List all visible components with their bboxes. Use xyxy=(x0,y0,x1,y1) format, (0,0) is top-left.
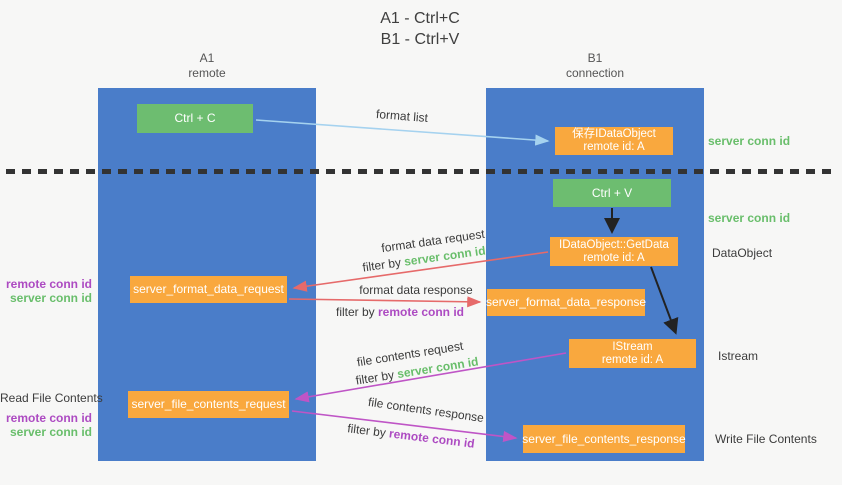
left-format-conn-ids: remote conn id server conn id xyxy=(0,277,92,305)
remote-conn-id-label: remote conn id xyxy=(5,277,92,291)
lane-a1-subtitle: remote xyxy=(188,66,226,80)
server-conn-id-label: server conn id xyxy=(9,425,92,439)
lane-a1-title: A1 xyxy=(199,51,215,65)
title-line-1: A1 - Ctrl+C xyxy=(380,10,460,27)
remote-conn-id-label: remote conn id xyxy=(5,411,92,425)
istream-line1: IStream xyxy=(612,340,653,353)
save-idataobject-line2: remote id: A xyxy=(583,141,645,153)
title-line-2: B1 - Ctrl+V xyxy=(380,31,460,48)
node-save-idataobject: 保存IDataObject remote id: A xyxy=(555,127,673,155)
node-server-file-contents-request: server_file_contents_request xyxy=(128,391,289,418)
remote-conn-id-text: remote conn id xyxy=(378,305,465,319)
save-idataobject-line1: 保存IDataObject xyxy=(572,128,656,140)
node-server-format-data-response: server_format_data_response xyxy=(485,289,647,316)
lane-b1-title: B1 xyxy=(587,51,603,65)
lane-b1-subtitle: connection xyxy=(565,66,625,80)
node-idataobject-getdata: IDataObject::GetData remote id: A xyxy=(550,237,678,266)
lane-header-b1: B1 connection xyxy=(486,51,704,81)
dashed-divider-line xyxy=(6,169,836,174)
format-response-label: server_format_data_response xyxy=(485,295,647,309)
filter-by-text: filter by xyxy=(335,305,378,319)
getdata-line1: IDataObject::GetData xyxy=(559,238,669,251)
dataobject-label: DataObject xyxy=(712,246,773,260)
left-file-conn-ids: remote conn id server conn id xyxy=(0,411,92,439)
file-contents-response-filter-label: filter by remote conn id xyxy=(347,421,476,450)
file-contents-response-label: file contents response xyxy=(367,394,485,426)
istream-line2: remote id: A xyxy=(601,353,664,366)
node-istream: IStream remote id: A xyxy=(569,339,696,368)
format-data-response-label: format data response xyxy=(359,283,473,297)
node-ctrl-c: Ctrl + C xyxy=(137,104,253,133)
file-response-label: server_file_contents_response xyxy=(522,431,686,446)
right-server-conn-id-mid: server conn id xyxy=(708,211,791,225)
file-request-label: server_file_contents_request xyxy=(131,397,286,411)
ctrl-v-label: Ctrl + V xyxy=(591,185,633,200)
node-server-file-contents-response: server_file_contents_response xyxy=(522,425,686,453)
write-file-contents-label: Write File Contents xyxy=(715,432,817,446)
format-data-response-filter-label: filter by remote conn id xyxy=(336,305,464,319)
filter-by-text: filter by xyxy=(361,254,406,275)
format-request-label: server_format_data_request xyxy=(133,282,284,296)
right-server-conn-id-top: server conn id xyxy=(708,134,791,148)
ctrl-c-label: Ctrl + C xyxy=(174,111,216,125)
node-ctrl-v: Ctrl + V xyxy=(553,179,671,207)
format-data-response-arrow xyxy=(288,296,482,308)
node-server-format-data-request: server_format_data_request xyxy=(130,276,287,303)
filter-by-text: filter by xyxy=(346,421,391,441)
read-file-contents-label: Read File Contents xyxy=(0,391,103,405)
server-conn-id-label: server conn id xyxy=(9,291,92,305)
diagram-title: A1 - Ctrl+C B1 - Ctrl+V xyxy=(320,8,520,50)
lane-header-a1: A1 remote xyxy=(98,51,316,81)
remote-conn-id-text: remote conn id xyxy=(388,426,476,451)
istream-side-label: Istream xyxy=(718,349,759,363)
filter-by-text: filter by xyxy=(354,367,399,388)
format-list-label: format list xyxy=(375,106,429,126)
getdata-line2: remote id: A xyxy=(583,251,645,264)
